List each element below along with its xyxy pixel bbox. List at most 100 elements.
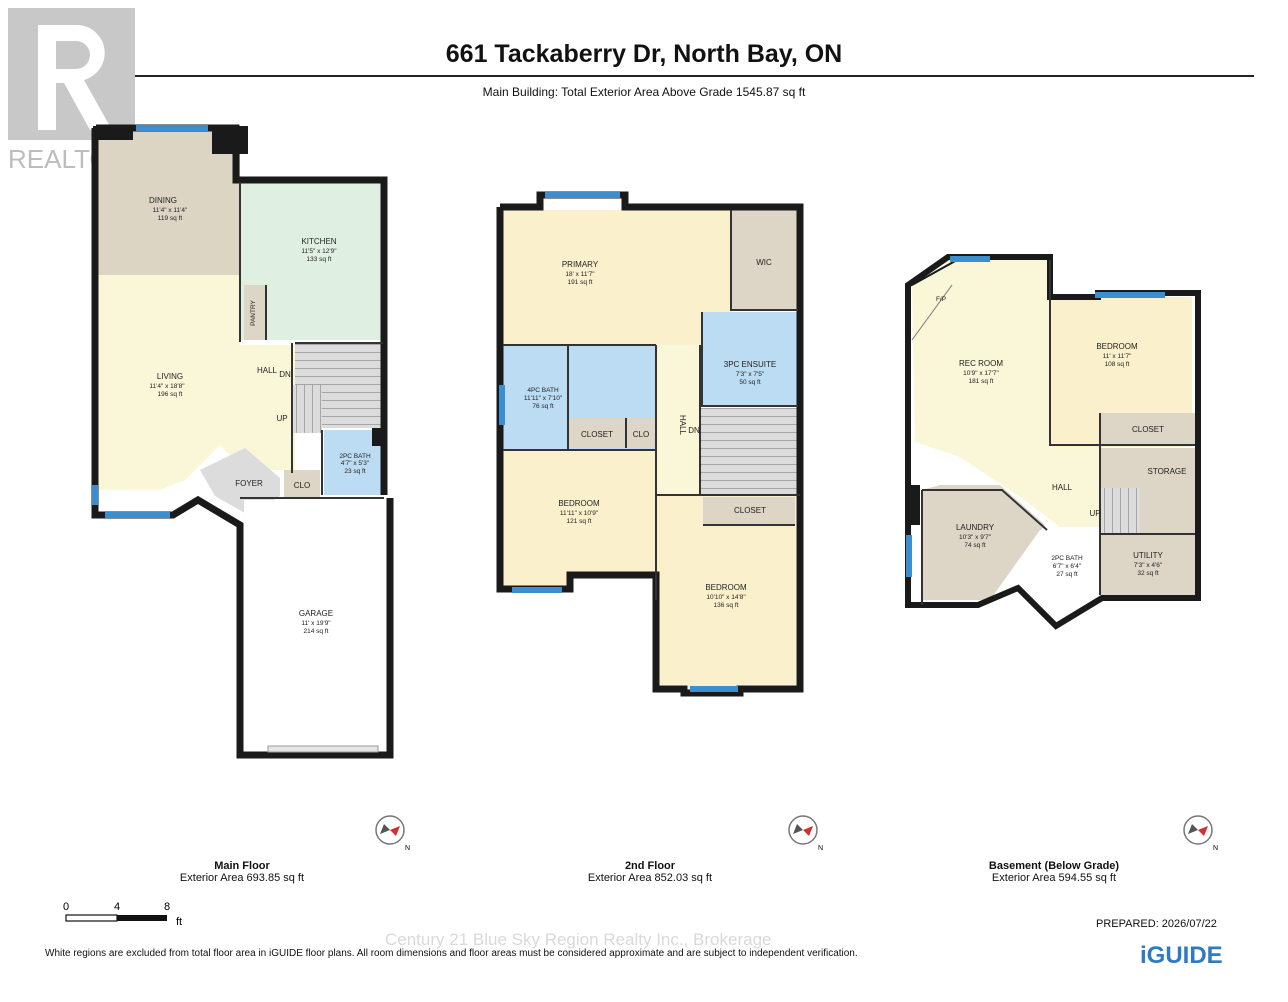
room-label-text: 196 sq ft [158,391,183,398]
label-dining: DINING [149,196,177,205]
room-2pc-bath-bsmt [1015,530,1095,620]
label-4pc-bath: 4PC BATH [527,387,559,394]
label-hall-bsmt: HALL [1052,483,1073,492]
room-label-text: 11' x 11'7" [1103,353,1132,360]
room-label-text: 121 sq ft [567,518,592,525]
room-label-text: 23 sq ft [344,468,366,475]
room-label-text: DN [279,370,291,379]
label-primary: PRIMARY [562,260,599,269]
label-foyer: FOYER [235,479,263,488]
room-label-text: 76 sq ft [532,403,554,410]
title-divider [40,75,1254,77]
label-pantry: PANTRY [250,299,257,325]
hall-2nd [656,345,700,495]
room-label-text: ft [176,916,182,928]
room-utility [1100,535,1195,595]
label-clo-main: CLO [294,481,310,490]
label-utility: UTILITY [1133,551,1163,560]
label-kitchen: KITCHEN [301,237,336,246]
room-bedroom-b [656,495,796,690]
label-rec: REC ROOM [959,359,1003,368]
room-label-text: UP [1089,509,1100,518]
room-label-text: 11'4" x 18'8" [149,383,185,390]
page-subtitle: Main Building: Total Exterior Area Above… [482,85,806,99]
label-storage: STORAGE [1148,467,1187,476]
label-2pc-bath-bsmt: 2PC BATH [1051,555,1083,562]
room-living [97,275,295,490]
label-hall-main: HALL [257,366,278,375]
room-label-text: UP [276,414,287,423]
label-bedroom-a: BEDROOM [558,499,600,508]
room-label-text: N [1213,845,1218,852]
room-label-text: 11'11" x 7'10" [524,395,563,402]
room-label-text: 27 sq ft [1056,571,1078,578]
label-closet-a: CLOSET [581,430,613,439]
room-label-text: 8 [164,901,170,913]
room-label-text: 74 sq ft [964,542,986,549]
room-pantry [244,285,266,340]
room-primary [503,210,731,345]
prepared-date: PREPARED: 2026/07/22 [1096,918,1217,930]
room-label-text: 10'9" x 17'7" [963,370,999,377]
room-label-text: 7'3" x 7'5" [736,371,765,378]
room-label-text: 214 sq ft [304,628,329,635]
label-clo-2nd: CLO [633,430,649,439]
compass-icon: N [788,815,823,852]
label-closet-b: CLOSET [734,506,766,515]
page-title: 661 Tackaberry Dr, North Bay, ON [445,40,843,68]
compass-icon: N [375,815,410,852]
room-label-text: 10'10" x 14'8" [706,594,746,601]
label-bedroom-c: BEDROOM [1096,342,1138,351]
room-label-text: 119 sq ft [158,215,183,222]
label-wic: WIC [756,258,772,267]
label-laundry: LAUNDRY [956,523,995,532]
label-closet-c: CLOSET [1132,425,1164,434]
room-label-text: 191 sq ft [568,279,593,286]
room-label-text: 11'11" x 10'9" [560,510,599,517]
second-floor-plan [496,191,804,697]
room-label-text: 6'7" x 6'4" [1053,563,1082,570]
room-ensuite [702,312,798,406]
room-label-text: 11'5" x 12'9" [301,248,337,255]
room-label-text: 18' x 11'7" [565,271,595,278]
room-label-text: 32 sq ft [1137,570,1159,577]
room-laundry [922,485,1045,600]
floor-plans: DINING 11'4" x 11'4" 119 sq ft KITCHEN 1… [91,124,1201,759]
label-living: LIVING [157,372,183,381]
room-label-text: 108 sq ft [1105,361,1130,368]
room-label-text: 181 sq ft [969,378,994,385]
room-label-text: N [818,845,823,852]
room-label-text: 50 sq ft [739,379,761,386]
room-dining [97,130,240,275]
room-label-text: 11' x 19'9" [301,620,331,627]
label-2pc-bath-main: 2PC BATH [339,453,371,460]
floor-label-basement: Basement (Below Grade)Exterior Area 594.… [988,860,1120,884]
label-garage: GARAGE [299,609,333,618]
label-bedroom-b: BEDROOM [705,583,747,592]
label-ensuite: 3PC ENSUITE [724,360,776,369]
room-bedroom-a [503,450,656,590]
room-label-text: 0 [63,901,69,913]
main-floor-plan [91,124,394,759]
room-label-text: 10'3" x 9'7" [959,534,992,541]
label-hall-2nd: HALL [678,415,687,436]
room-label-text: 133 sq ft [307,256,332,263]
room-wic [731,210,798,310]
basement-plan [905,254,1201,630]
iguide-logo: iGUIDE [1140,942,1223,969]
disclaimer: White regions are excluded from total fl… [45,948,858,959]
room-rec [912,260,1100,527]
watermark: Century 21 Blue Sky Region Realty Inc., … [385,930,772,949]
scale-bar: 0 4 8 ft [63,901,182,928]
room-label-text: 11'4" x 11'4" [153,207,188,214]
room-label-text: 136 sq ft [714,602,739,609]
label-fp: F/P [936,296,946,303]
compass-icon: N [1183,815,1218,852]
room-label-text: N [405,845,410,852]
room-label-text: 4'7" x 5'3" [341,460,370,467]
room-label-text: 4 [114,901,120,913]
room-label-text: DN [688,426,700,435]
room-label-text: 7'3" x 4'6" [1134,562,1163,569]
